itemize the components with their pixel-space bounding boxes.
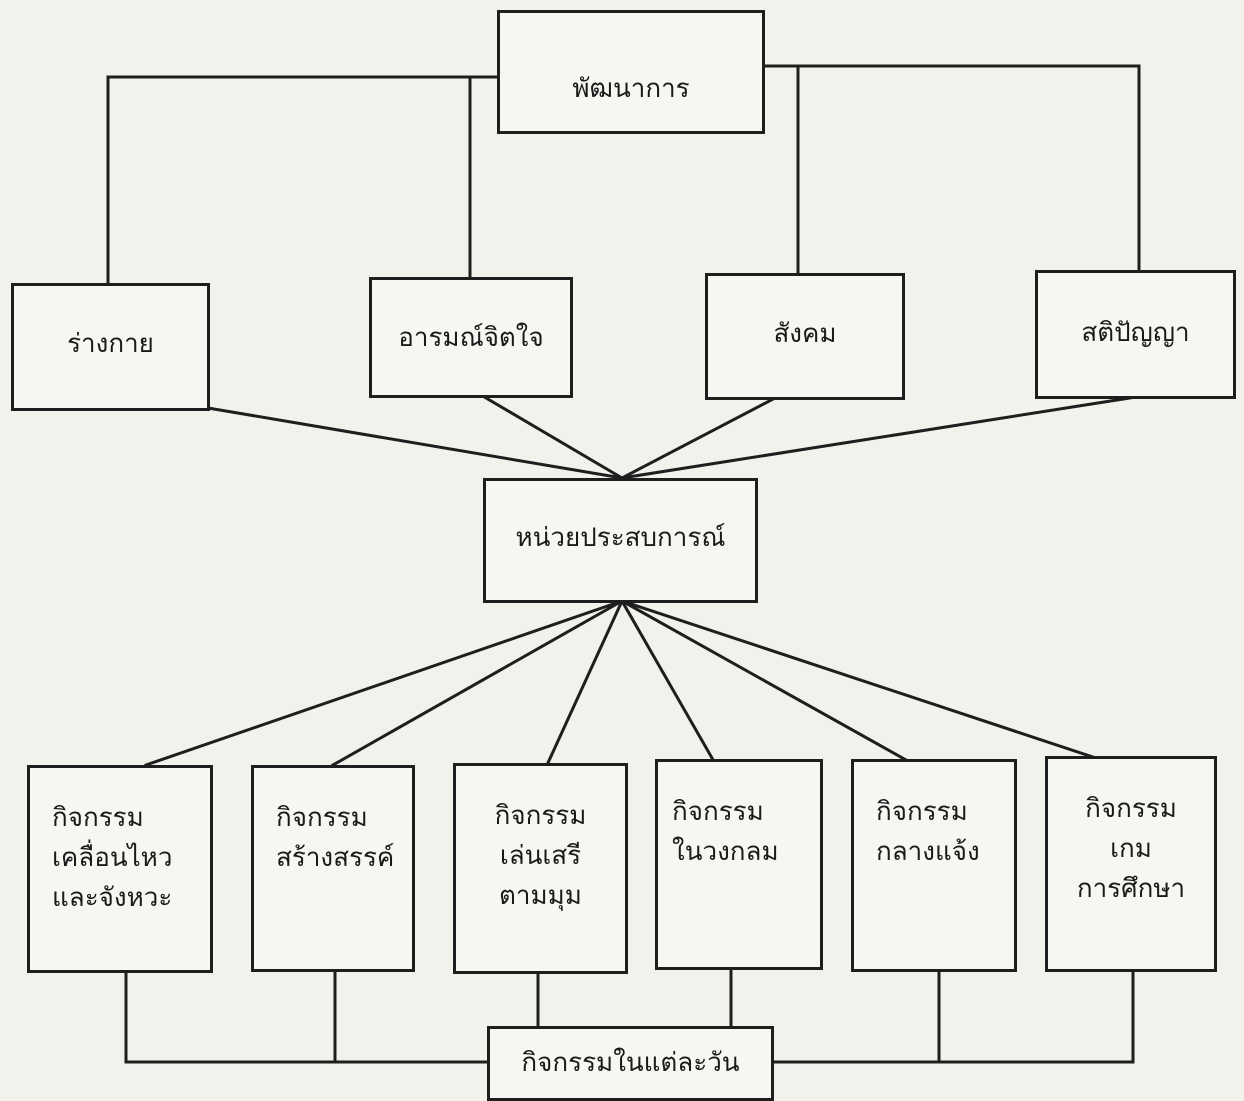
connector-intellect-hub	[620, 395, 1138, 480]
node-physical-label: ร่างกาย	[67, 329, 154, 359]
connector-social-hub	[619, 395, 778, 481]
node-emotional-label: อารมณ์จิตใจ	[398, 323, 544, 353]
node-activity-educational-game: กิจกรรม เกม การศึกษา	[1045, 756, 1217, 972]
node-activity-creative-label: กิจกรรม สร้างสรรค์	[276, 803, 395, 873]
node-activity-circle-label: กิจกรรม ในวงกลม	[672, 797, 779, 867]
node-intellectual-label: สติปัญญา	[1081, 318, 1190, 348]
connector-activities-daily-right	[772, 968, 1135, 1064]
node-activity-movement-label: กิจกรรม เคลื่อนไหว และจังหวะ	[52, 803, 173, 913]
node-activity-educational-game-label: กิจกรรม เกม การศึกษา	[1076, 794, 1186, 904]
connector-root-social	[761, 64, 800, 275]
node-daily-activities: กิจกรรมในแต่ละวัน	[487, 1026, 774, 1101]
node-activity-creative: กิจกรรม สร้างสรรค์	[251, 765, 415, 972]
node-physical: ร่างกาย	[11, 283, 210, 411]
node-development: พัฒนาการ	[497, 10, 765, 134]
connector-hub-circle	[619, 598, 719, 768]
node-daily-activities-label: กิจกรรมในแต่ละวัน	[521, 1048, 740, 1078]
connector-root-body	[106, 75, 499, 285]
node-development-label: พัฒนาการ	[572, 74, 690, 104]
node-experience-unit-label: หน่วยประสบการณ์	[515, 523, 726, 553]
node-activity-circle: กิจกรรม ในวงกลม	[655, 759, 823, 970]
connector-root-intellect	[796, 64, 1141, 272]
node-activity-outdoor: กิจกรรม กลางแจ้ง	[851, 759, 1017, 972]
node-social: สังคม	[705, 273, 905, 400]
node-activity-outdoor-label: กิจกรรม กลางแจ้ง	[876, 797, 980, 867]
node-activity-free-play: กิจกรรม เล่นเสรี ตามมุม	[453, 763, 628, 974]
connector-emotion-hub	[478, 392, 625, 481]
connector-hub-outdoor	[619, 598, 918, 768]
node-activity-free-play-label: กิจกรรม เล่นเสรี ตามมุม	[494, 801, 587, 911]
connector-hub-creative	[330, 598, 625, 768]
node-intellectual: สติปัญญา	[1035, 270, 1236, 399]
node-activity-movement: กิจกรรม เคลื่อนไหว และจังหวะ	[27, 765, 213, 973]
connector-hub-game	[620, 599, 1119, 767]
connector-hub-freeplay	[545, 599, 624, 767]
node-emotional: อารมณ์จิตใจ	[369, 277, 573, 398]
connector-hub-movement	[144, 599, 624, 767]
node-social-label: สังคม	[773, 319, 837, 349]
connector-body-hub	[206, 406, 624, 480]
node-experience-unit: หน่วยประสบการณ์	[483, 478, 758, 603]
connector-activities-daily-left	[124, 968, 489, 1064]
